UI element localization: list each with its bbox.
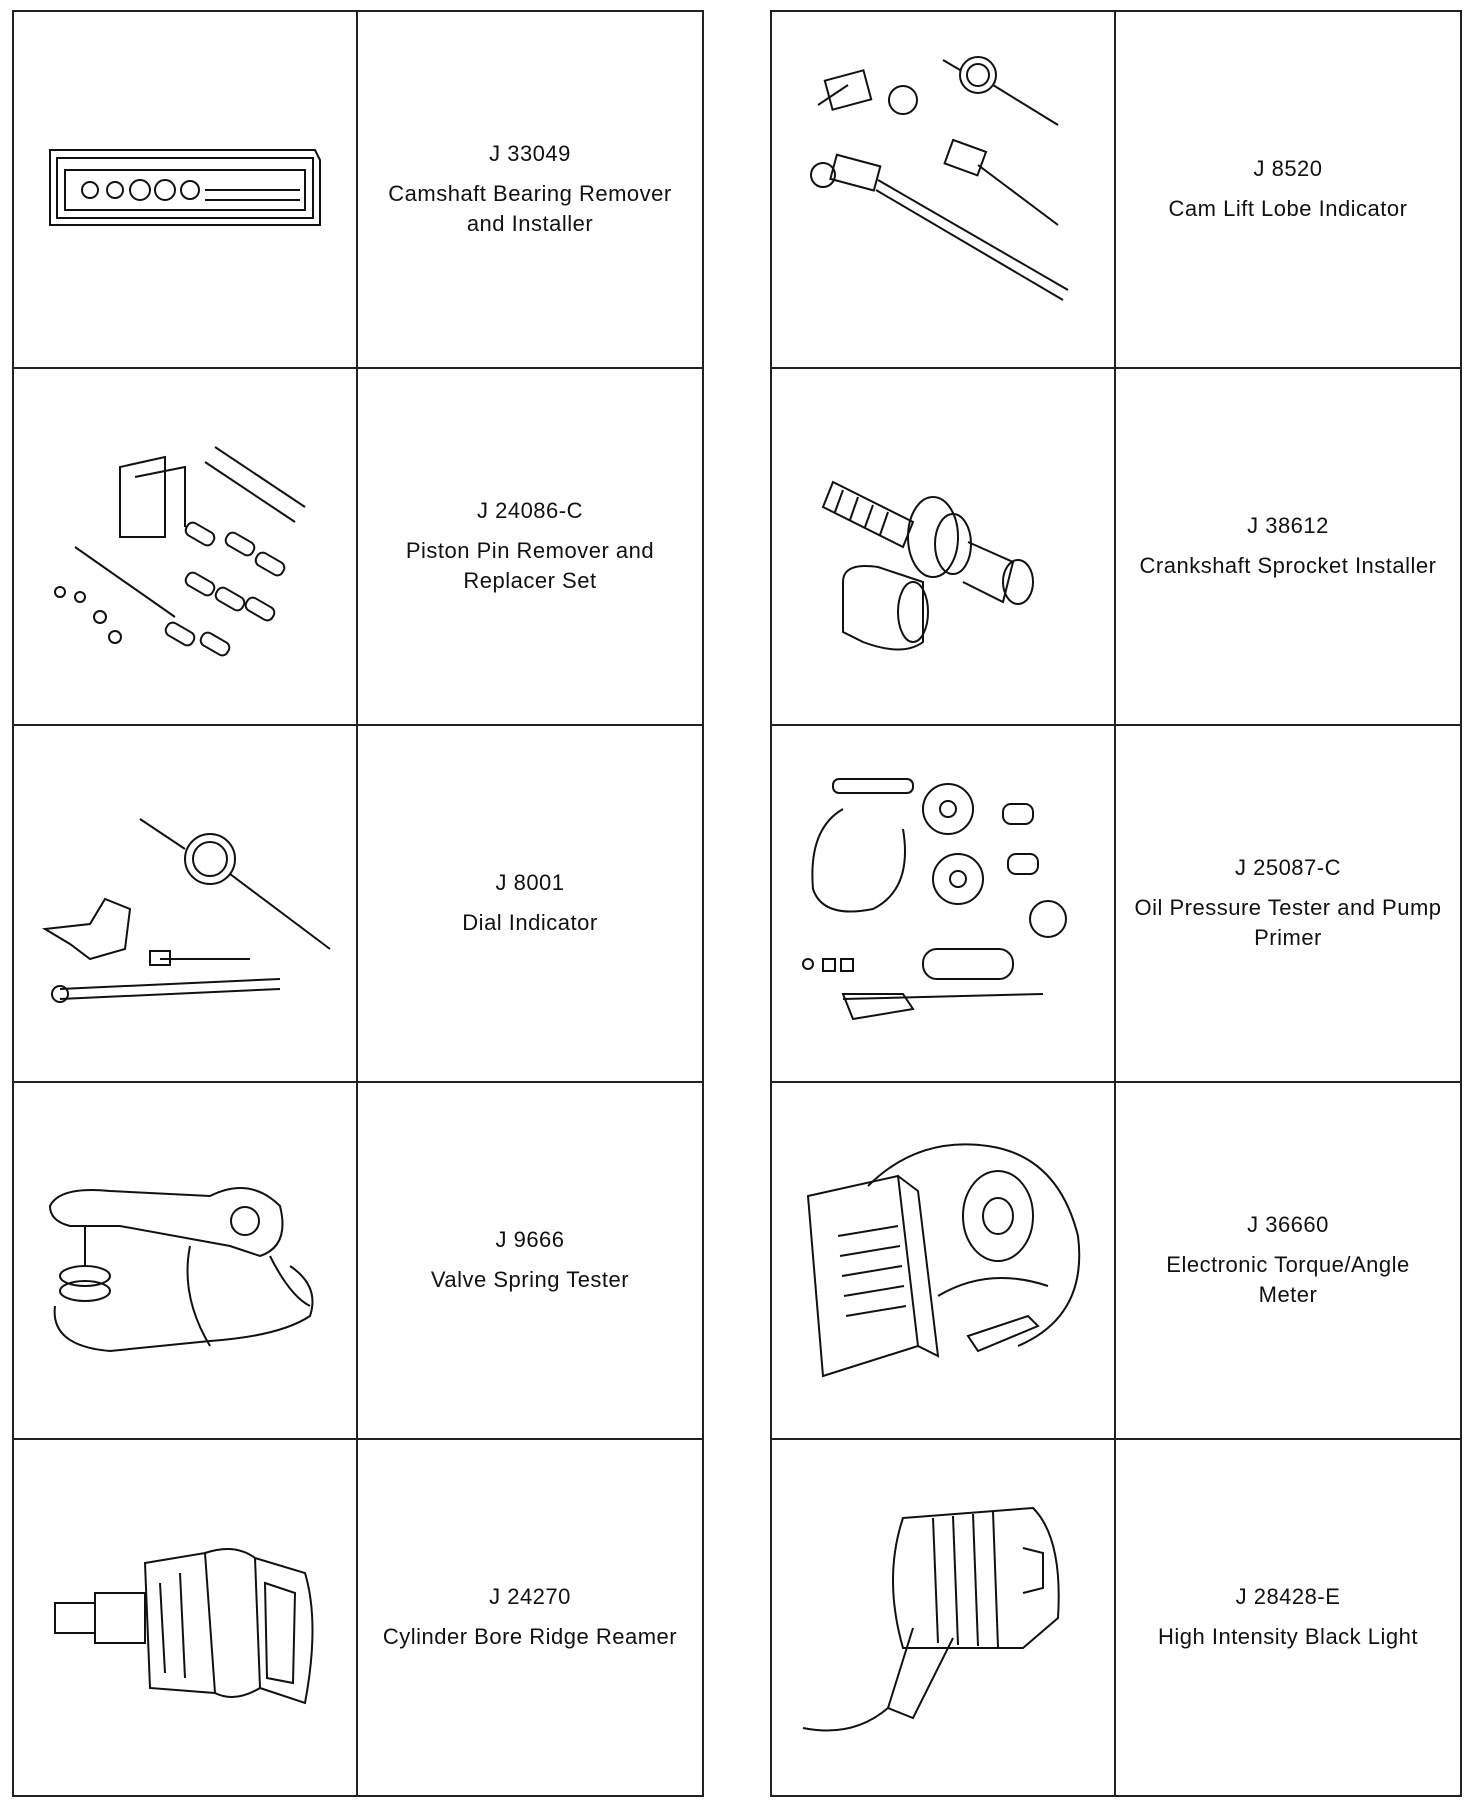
tool-text-cell: J 38612 Crankshaft Sprocket Installer bbox=[1114, 367, 1462, 726]
tool-row: J 8520 Cam Lift Lobe Indicator bbox=[770, 10, 1462, 369]
tool-row: J 24086-C Piston Pin Remover and Replace… bbox=[12, 367, 704, 726]
tool-number: J 28428-E bbox=[1235, 1583, 1341, 1609]
tool-row: J 9666 Valve Spring Tester bbox=[12, 1081, 704, 1440]
tool-image-cell bbox=[770, 367, 1116, 726]
tool-number: J 8001 bbox=[495, 869, 565, 895]
dial-indicator-icon bbox=[41, 817, 331, 1003]
tool-image-cell bbox=[770, 1081, 1116, 1440]
tool-name: Dial Indicator bbox=[462, 909, 598, 935]
ridge-reamer-icon bbox=[54, 1547, 314, 1704]
tool-number: J 9666 bbox=[495, 1226, 565, 1252]
tool-row: J 8001 Dial Indicator bbox=[12, 724, 704, 1083]
tool-name: Oil Pressure Tester and Pump Primer bbox=[1134, 894, 1442, 950]
tool-name: Piston Pin Remover and Replacer Set bbox=[405, 537, 655, 593]
tool-row: J 36660 Electronic Torque/Angle Meter bbox=[770, 1081, 1462, 1440]
tool-image-cell bbox=[770, 10, 1116, 369]
cam-lift-indicator-icon bbox=[810, 55, 1069, 301]
tool-name: Crankshaft Sprocket Installer bbox=[1139, 552, 1437, 578]
tool-image-cell bbox=[12, 1081, 358, 1440]
tool-image-cell bbox=[12, 724, 358, 1083]
tool-image-cell bbox=[770, 1438, 1116, 1797]
tool-number: J 24270 bbox=[489, 1583, 571, 1609]
tool-text-cell: J 24086-C Piston Pin Remover and Replace… bbox=[356, 367, 704, 726]
tool-text-cell: J 36660 Electronic Torque/Angle Meter bbox=[1114, 1081, 1462, 1440]
tool-name: Electronic Torque/Angle Meter bbox=[1166, 1251, 1410, 1307]
torque-angle-meter-icon bbox=[806, 1142, 1081, 1377]
piston-pin-set-icon bbox=[54, 445, 306, 656]
tool-text-cell: J 33049 Camshaft Bearing Remover and Ins… bbox=[356, 10, 704, 369]
oil-pressure-tester-icon bbox=[802, 777, 1067, 1020]
tool-image-cell bbox=[12, 367, 358, 726]
tool-name: Valve Spring Tester bbox=[430, 1266, 630, 1292]
tool-text-cell: J 25087-C Oil Pressure Tester and Pump P… bbox=[1114, 724, 1462, 1083]
tool-text-cell: J 24270 Cylinder Bore Ridge Reamer bbox=[356, 1438, 704, 1797]
tool-row: J 33049 Camshaft Bearing Remover and Ins… bbox=[12, 10, 704, 369]
tool-number: J 24086-C bbox=[476, 497, 583, 523]
tool-image-cell bbox=[12, 10, 358, 369]
tool-image-cell bbox=[12, 1438, 358, 1797]
tool-text-cell: J 8001 Dial Indicator bbox=[356, 724, 704, 1083]
tool-number: J 38612 bbox=[1247, 512, 1329, 538]
tool-name: Camshaft Bearing Remover and Installer bbox=[388, 180, 672, 236]
tool-row: J 38612 Crankshaft Sprocket Installer bbox=[770, 367, 1462, 726]
tool-number: J 8520 bbox=[1253, 155, 1323, 181]
tool-name: Cylinder Bore Ridge Reamer bbox=[382, 1623, 678, 1649]
tool-row: J 28428-E High Intensity Black Light bbox=[770, 1438, 1462, 1797]
tool-number: J 36660 bbox=[1247, 1211, 1329, 1237]
tool-row: J 24270 Cylinder Bore Ridge Reamer bbox=[12, 1438, 704, 1797]
tool-table-right: J 8520 Cam Lift Lobe Indicator J 38612 C… bbox=[770, 10, 1462, 1797]
tool-table-left: J 33049 Camshaft Bearing Remover and Ins… bbox=[12, 10, 704, 1797]
tool-text-cell: J 9666 Valve Spring Tester bbox=[356, 1081, 704, 1440]
tool-name: High Intensity Black Light bbox=[1157, 1623, 1419, 1649]
black-light-icon bbox=[802, 1506, 1060, 1731]
tool-text-cell: J 8520 Cam Lift Lobe Indicator bbox=[1114, 10, 1462, 369]
valve-spring-tester-icon bbox=[48, 1186, 314, 1352]
tool-image-cell bbox=[770, 724, 1116, 1083]
tool-number: J 25087-C bbox=[1234, 854, 1341, 880]
tool-text-cell: J 28428-E High Intensity Black Light bbox=[1114, 1438, 1462, 1797]
tool-name: Cam Lift Lobe Indicator bbox=[1168, 195, 1408, 221]
camshaft-bearing-kit-icon bbox=[49, 148, 321, 226]
tool-row: J 25087-C Oil Pressure Tester and Pump P… bbox=[770, 724, 1462, 1083]
sprocket-installer-icon bbox=[821, 480, 1034, 650]
tool-number: J 33049 bbox=[489, 140, 571, 166]
